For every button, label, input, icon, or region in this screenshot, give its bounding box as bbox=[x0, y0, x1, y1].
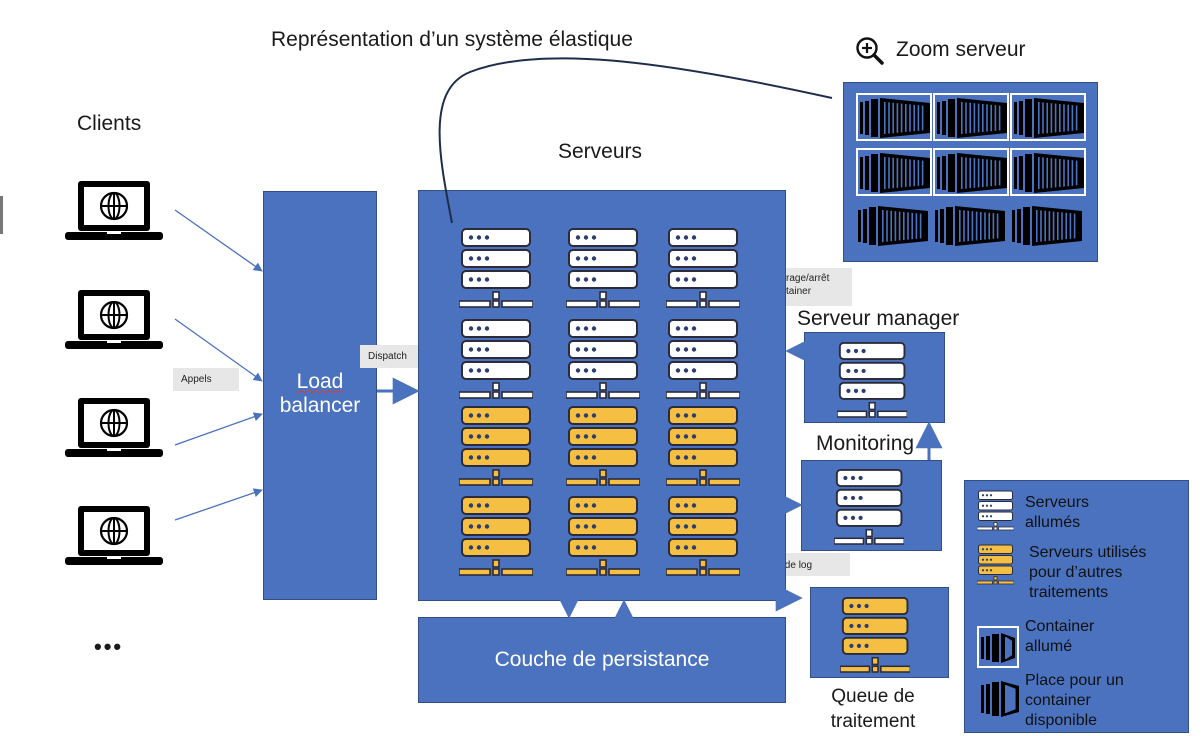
server-busy-icon[interactable] bbox=[665, 495, 741, 577]
laptop-globe-icon bbox=[65, 398, 163, 457]
legend-label-line: Place pour un bbox=[1025, 672, 1124, 689]
zoom-server-panel[interactable] bbox=[843, 82, 1098, 262]
container-on-icon[interactable] bbox=[933, 148, 1009, 196]
laptop-globe-icon bbox=[65, 181, 163, 240]
container-on-icon[interactable] bbox=[1010, 148, 1086, 196]
manager-server[interactable] bbox=[804, 332, 945, 423]
legend-label: Place pour un container disponible bbox=[1025, 671, 1124, 731]
container-on-icon[interactable] bbox=[856, 148, 932, 196]
load-balancer-label-line1: Load bbox=[296, 370, 344, 393]
calls-label: Appels bbox=[173, 368, 239, 391]
legend-label-line: Serveurs bbox=[1025, 494, 1090, 511]
container-on-icon bbox=[977, 626, 1019, 668]
more-clients-indicator: ••• bbox=[94, 634, 124, 659]
server-busy-icon bbox=[976, 544, 1015, 590]
server-busy-icon[interactable] bbox=[565, 495, 641, 577]
zoom-server-label: Zoom serveur bbox=[896, 38, 1026, 61]
servers-label: Serveurs bbox=[558, 140, 643, 163]
server-on-icon bbox=[976, 490, 1015, 536]
monitoring-label: Monitoring bbox=[816, 432, 915, 455]
persistence-layer[interactable]: Couche de persistance bbox=[418, 617, 786, 703]
server-on-icon[interactable] bbox=[565, 318, 641, 400]
legend-label: Serveurs utilisés pour d’autres traitement… bbox=[1029, 543, 1146, 603]
legend-label: Serveurs allumés bbox=[1025, 493, 1089, 533]
legend-label: Container allumé bbox=[1025, 617, 1094, 657]
manager-label: Serveur manager bbox=[797, 307, 960, 330]
client-laptop[interactable] bbox=[65, 397, 165, 464]
legend-label-line: Serveurs utilisés bbox=[1029, 544, 1147, 561]
servers-cluster[interactable] bbox=[418, 190, 786, 601]
server-on-icon[interactable] bbox=[458, 227, 534, 309]
legend-label-line: disponible bbox=[1025, 712, 1098, 729]
container-free-icon[interactable] bbox=[856, 203, 932, 251]
server-on-icon bbox=[836, 341, 909, 424]
server-on-icon[interactable] bbox=[458, 318, 534, 400]
client-laptop[interactable] bbox=[65, 505, 165, 572]
server-on-icon[interactable] bbox=[665, 227, 741, 309]
client-arrow bbox=[174, 209, 263, 272]
legend-label-line: container bbox=[1025, 692, 1091, 709]
load-balancer[interactable]: Load balancer bbox=[263, 191, 377, 600]
container-free-icon[interactable] bbox=[933, 203, 1009, 251]
server-busy-icon[interactable] bbox=[458, 495, 534, 577]
client-laptop[interactable] bbox=[65, 289, 165, 356]
server-on-icon bbox=[833, 468, 906, 551]
server-on-icon[interactable] bbox=[565, 227, 641, 309]
clients-label: Clients bbox=[77, 112, 142, 135]
container-free-icon bbox=[981, 681, 1019, 722]
laptop-globe-icon bbox=[65, 506, 163, 565]
server-on-icon[interactable] bbox=[665, 318, 741, 400]
server-busy-icon[interactable] bbox=[565, 405, 641, 487]
laptop-globe-icon bbox=[65, 290, 163, 349]
queue-label: Queue de traitement bbox=[818, 684, 928, 734]
legend-label-line: allumé bbox=[1025, 638, 1073, 655]
edge-artifact bbox=[0, 196, 3, 234]
client-laptop[interactable] bbox=[65, 180, 165, 247]
container-on-icon[interactable] bbox=[856, 93, 932, 141]
zoom-in-icon bbox=[855, 36, 885, 66]
persistence-label: Couche de persistance bbox=[494, 648, 710, 671]
legend-label-line: allumés bbox=[1025, 514, 1081, 531]
client-arrow bbox=[174, 488, 263, 521]
client-arrow bbox=[174, 412, 263, 446]
monitoring-server[interactable] bbox=[801, 460, 942, 551]
legend-label-line: pour d’autres bbox=[1029, 564, 1123, 581]
container-free-icon[interactable] bbox=[1010, 203, 1086, 251]
server-busy-icon[interactable] bbox=[458, 405, 534, 487]
server-busy-icon[interactable] bbox=[665, 405, 741, 487]
container-on-icon[interactable] bbox=[1010, 93, 1086, 141]
queue-label-line2: traitement bbox=[830, 711, 916, 732]
server-busy-icon bbox=[839, 596, 912, 679]
load-balancer-label-line2: balancer bbox=[279, 394, 361, 417]
diagram-title: Représentation d’un système élastique bbox=[271, 28, 633, 51]
legend-label-line: Container bbox=[1025, 618, 1095, 635]
queue-label-line1: Queue de bbox=[831, 686, 915, 707]
legend-label-line: traitements bbox=[1029, 584, 1109, 601]
processing-queue[interactable] bbox=[810, 587, 949, 678]
container-on-icon[interactable] bbox=[933, 93, 1009, 141]
